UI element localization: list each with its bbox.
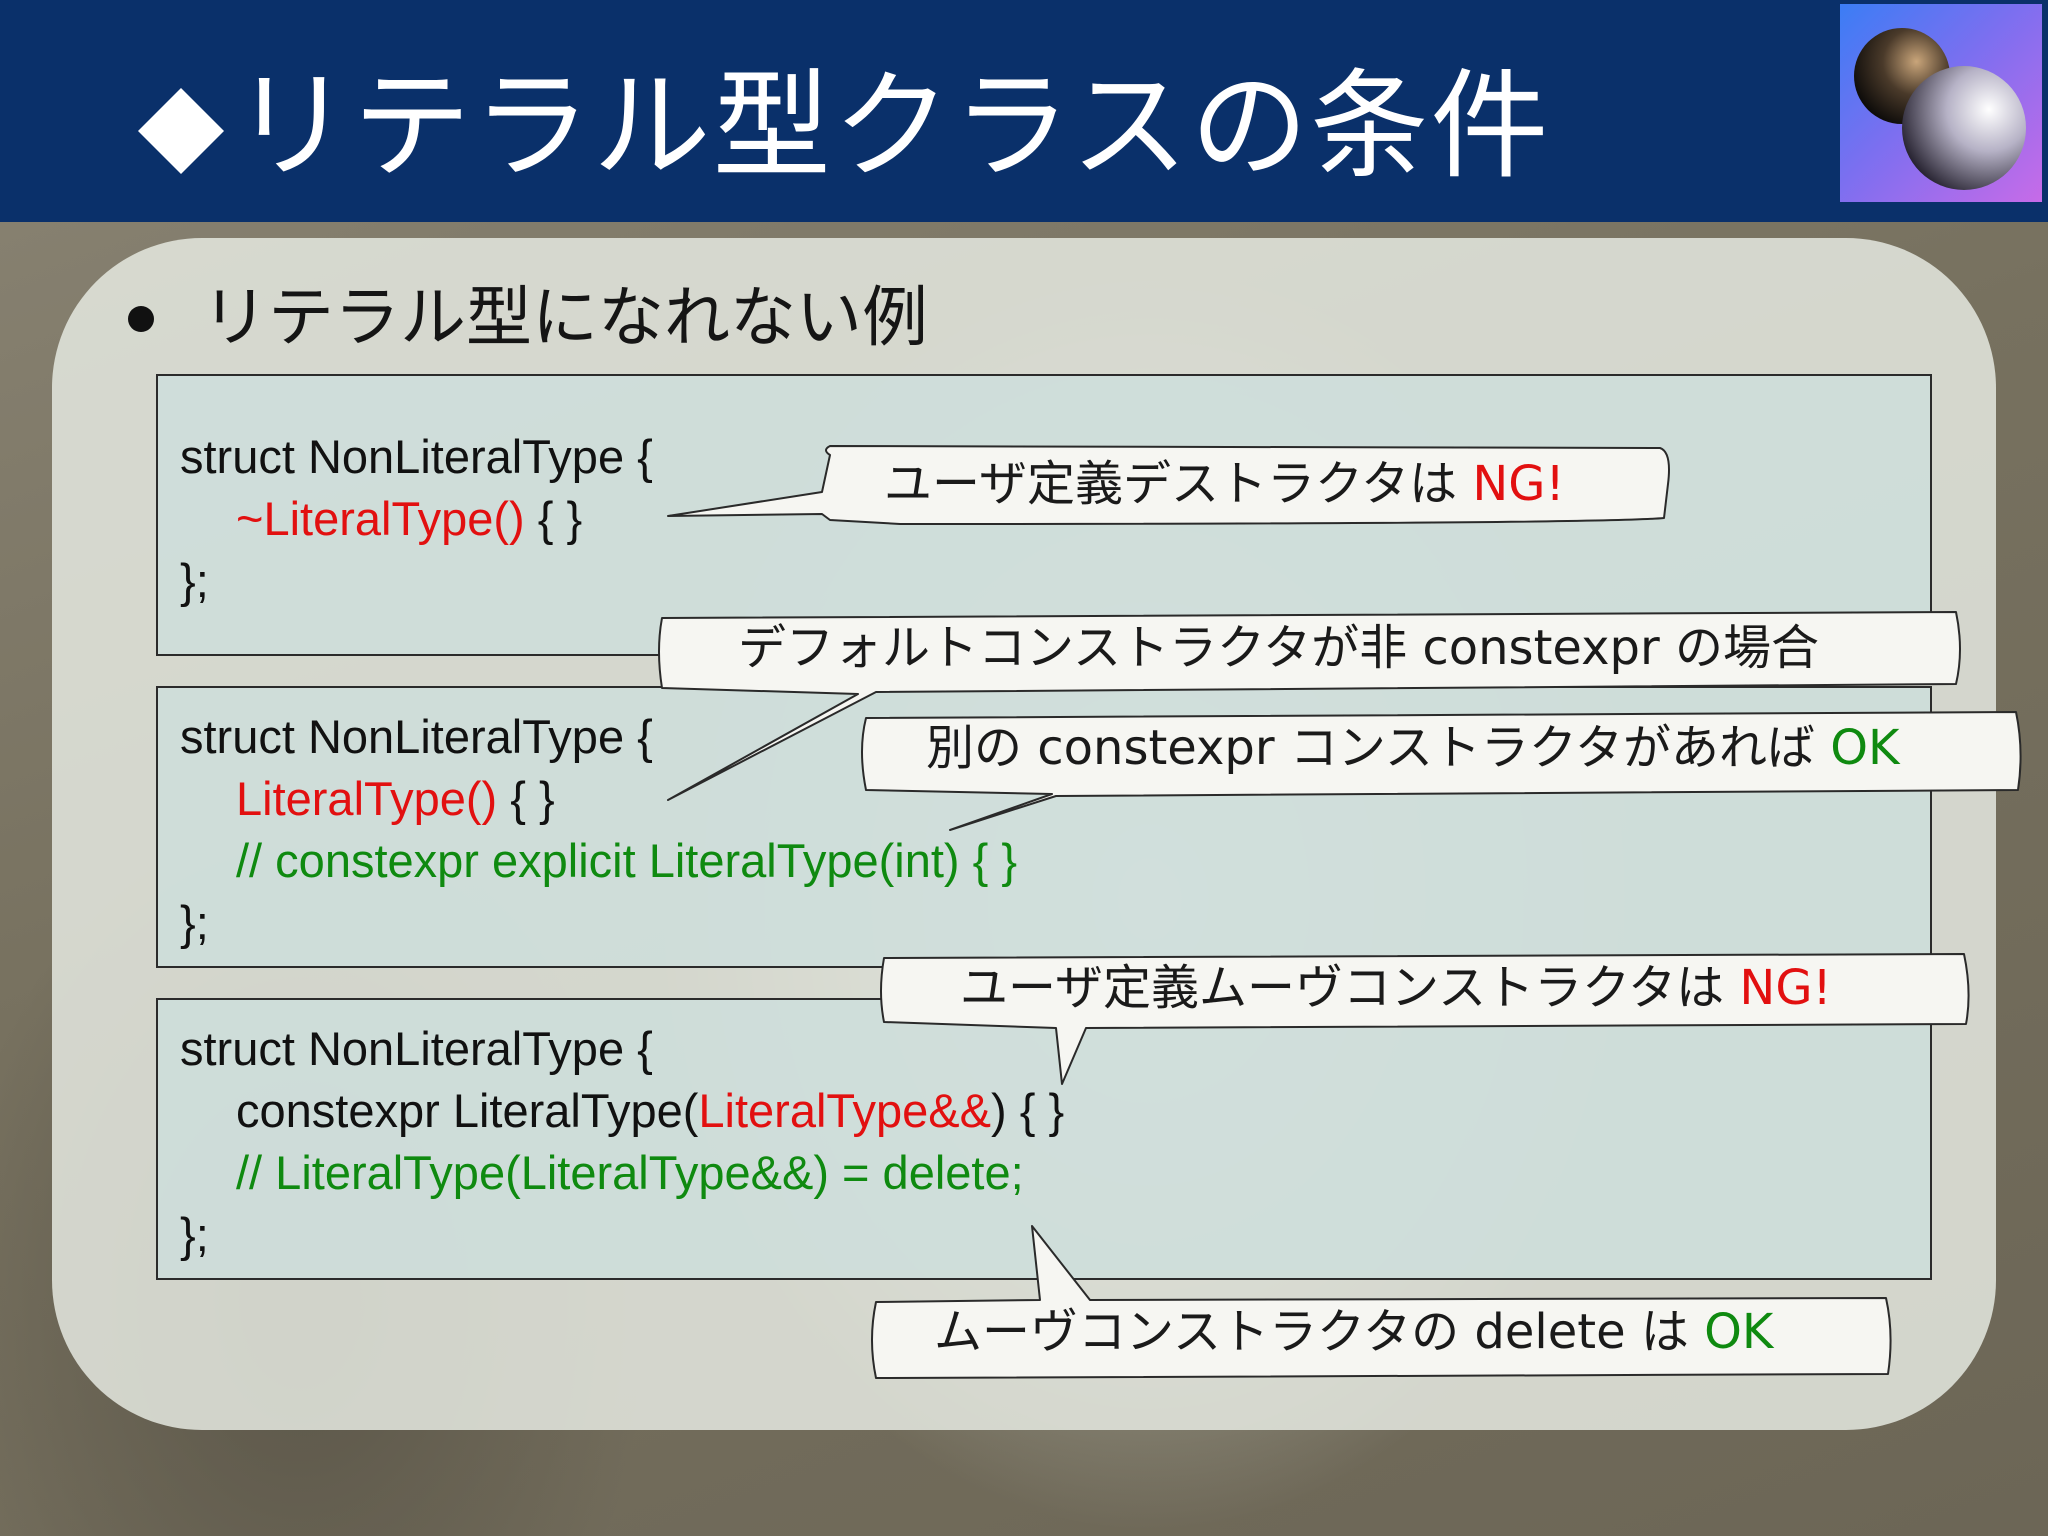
code-line: struct NonLiteralType { <box>180 706 1017 768</box>
code-token: struct NonLiteralType { <box>180 710 653 763</box>
callout-dtor-text: ユーザ定義デストラクタは NG! <box>884 454 1565 514</box>
callout-default-ctor-text: デフォルトコンストラクタが非 constexpr の場合 <box>738 618 1819 678</box>
bullet-heading: リテラル型になれない例 <box>202 279 928 356</box>
code-token: // constexpr explicit LiteralType(int) {… <box>236 834 1018 887</box>
callout-other-ctor-status: OK <box>1830 720 1900 776</box>
callout-move-delete-bubble <box>871 1225 1892 1379</box>
code-token: { } <box>497 772 555 825</box>
code-token: ) { } <box>991 1084 1065 1137</box>
code-token: { } <box>524 492 583 545</box>
callout-default-ctor-label: デフォルトコンストラクタが非 constexpr の場合 <box>738 620 1819 676</box>
code-block-move-ctor: struct NonLiteralType {constexpr Literal… <box>156 998 1932 1280</box>
code-token: struct NonLiteralType { <box>180 1022 653 1075</box>
code-line: struct NonLiteralType { <box>180 426 653 488</box>
callout-move-ctor-status: NG! <box>1739 960 1832 1016</box>
callout-default-ctor-bubble <box>658 611 1961 801</box>
code-token: }; <box>180 896 209 949</box>
code-lines: struct NonLiteralType {~LiteralType() { … <box>180 426 653 612</box>
diamond-bullet-icon <box>138 88 224 174</box>
callout-other-ctor-bubble <box>861 711 2022 831</box>
code-token: }; <box>180 554 209 607</box>
callout-other-ctor-text: 別の constexpr コンストラクタがあれば OK <box>926 718 1899 778</box>
code-line: }; <box>180 892 1017 954</box>
code-lines: struct NonLiteralType {LiteralType() { }… <box>180 706 1017 954</box>
code-line: // constexpr explicit LiteralType(int) {… <box>180 830 1017 892</box>
title-bar: ◆リテラル型クラスの条件 <box>0 0 2048 222</box>
callout-move-delete-text: ムーヴコンストラクタの delete は OK <box>934 1302 1773 1362</box>
callout-dtor-label: ユーザ定義デストラクタは <box>884 456 1473 512</box>
title-text: リテラル型クラスの条件 <box>232 57 1551 195</box>
code-lines: struct NonLiteralType {constexpr Literal… <box>180 1018 1064 1266</box>
slide-title: ◆リテラル型クラスの条件 <box>140 56 1550 196</box>
callout-move-ctor-bubble <box>880 953 1970 1085</box>
code-line: }; <box>180 550 653 612</box>
callout-dtor-status: NG! <box>1472 456 1565 512</box>
code-token: ~LiteralType() <box>236 492 525 545</box>
logo-spheres-icon <box>1840 4 2042 202</box>
code-line: struct NonLiteralType { <box>180 1018 1064 1080</box>
code-line: // LiteralType(LiteralType&&) = delete; <box>180 1142 1064 1204</box>
code-line: }; <box>180 1204 1064 1266</box>
callout-move-ctor-text: ユーザ定義ムーヴコンストラクタは NG! <box>960 958 1832 1018</box>
callout-move-delete-status: OK <box>1704 1304 1774 1360</box>
callout-move-ctor-label: ユーザ定義ムーヴコンストラクタは <box>960 960 1740 1016</box>
code-token: LiteralType&& <box>698 1084 991 1137</box>
code-token: // LiteralType(LiteralType&&) = delete; <box>236 1146 1024 1199</box>
callout-move-delete-label: ムーヴコンストラクタの delete は <box>934 1304 1705 1360</box>
code-token: constexpr LiteralType( <box>236 1084 699 1137</box>
bullet-icon <box>128 306 154 332</box>
code-token: struct NonLiteralType { <box>180 430 653 483</box>
callout-dtor-bubble <box>667 445 1670 525</box>
callout-other-ctor-label: 別の constexpr コンストラクタがあれば <box>926 720 1831 776</box>
code-line: LiteralType() { } <box>180 768 1017 830</box>
code-token: LiteralType() <box>236 772 498 825</box>
code-line: ~LiteralType() { } <box>180 488 653 550</box>
code-line: constexpr LiteralType(LiteralType&&) { } <box>180 1080 1064 1142</box>
code-token: }; <box>180 1208 209 1261</box>
